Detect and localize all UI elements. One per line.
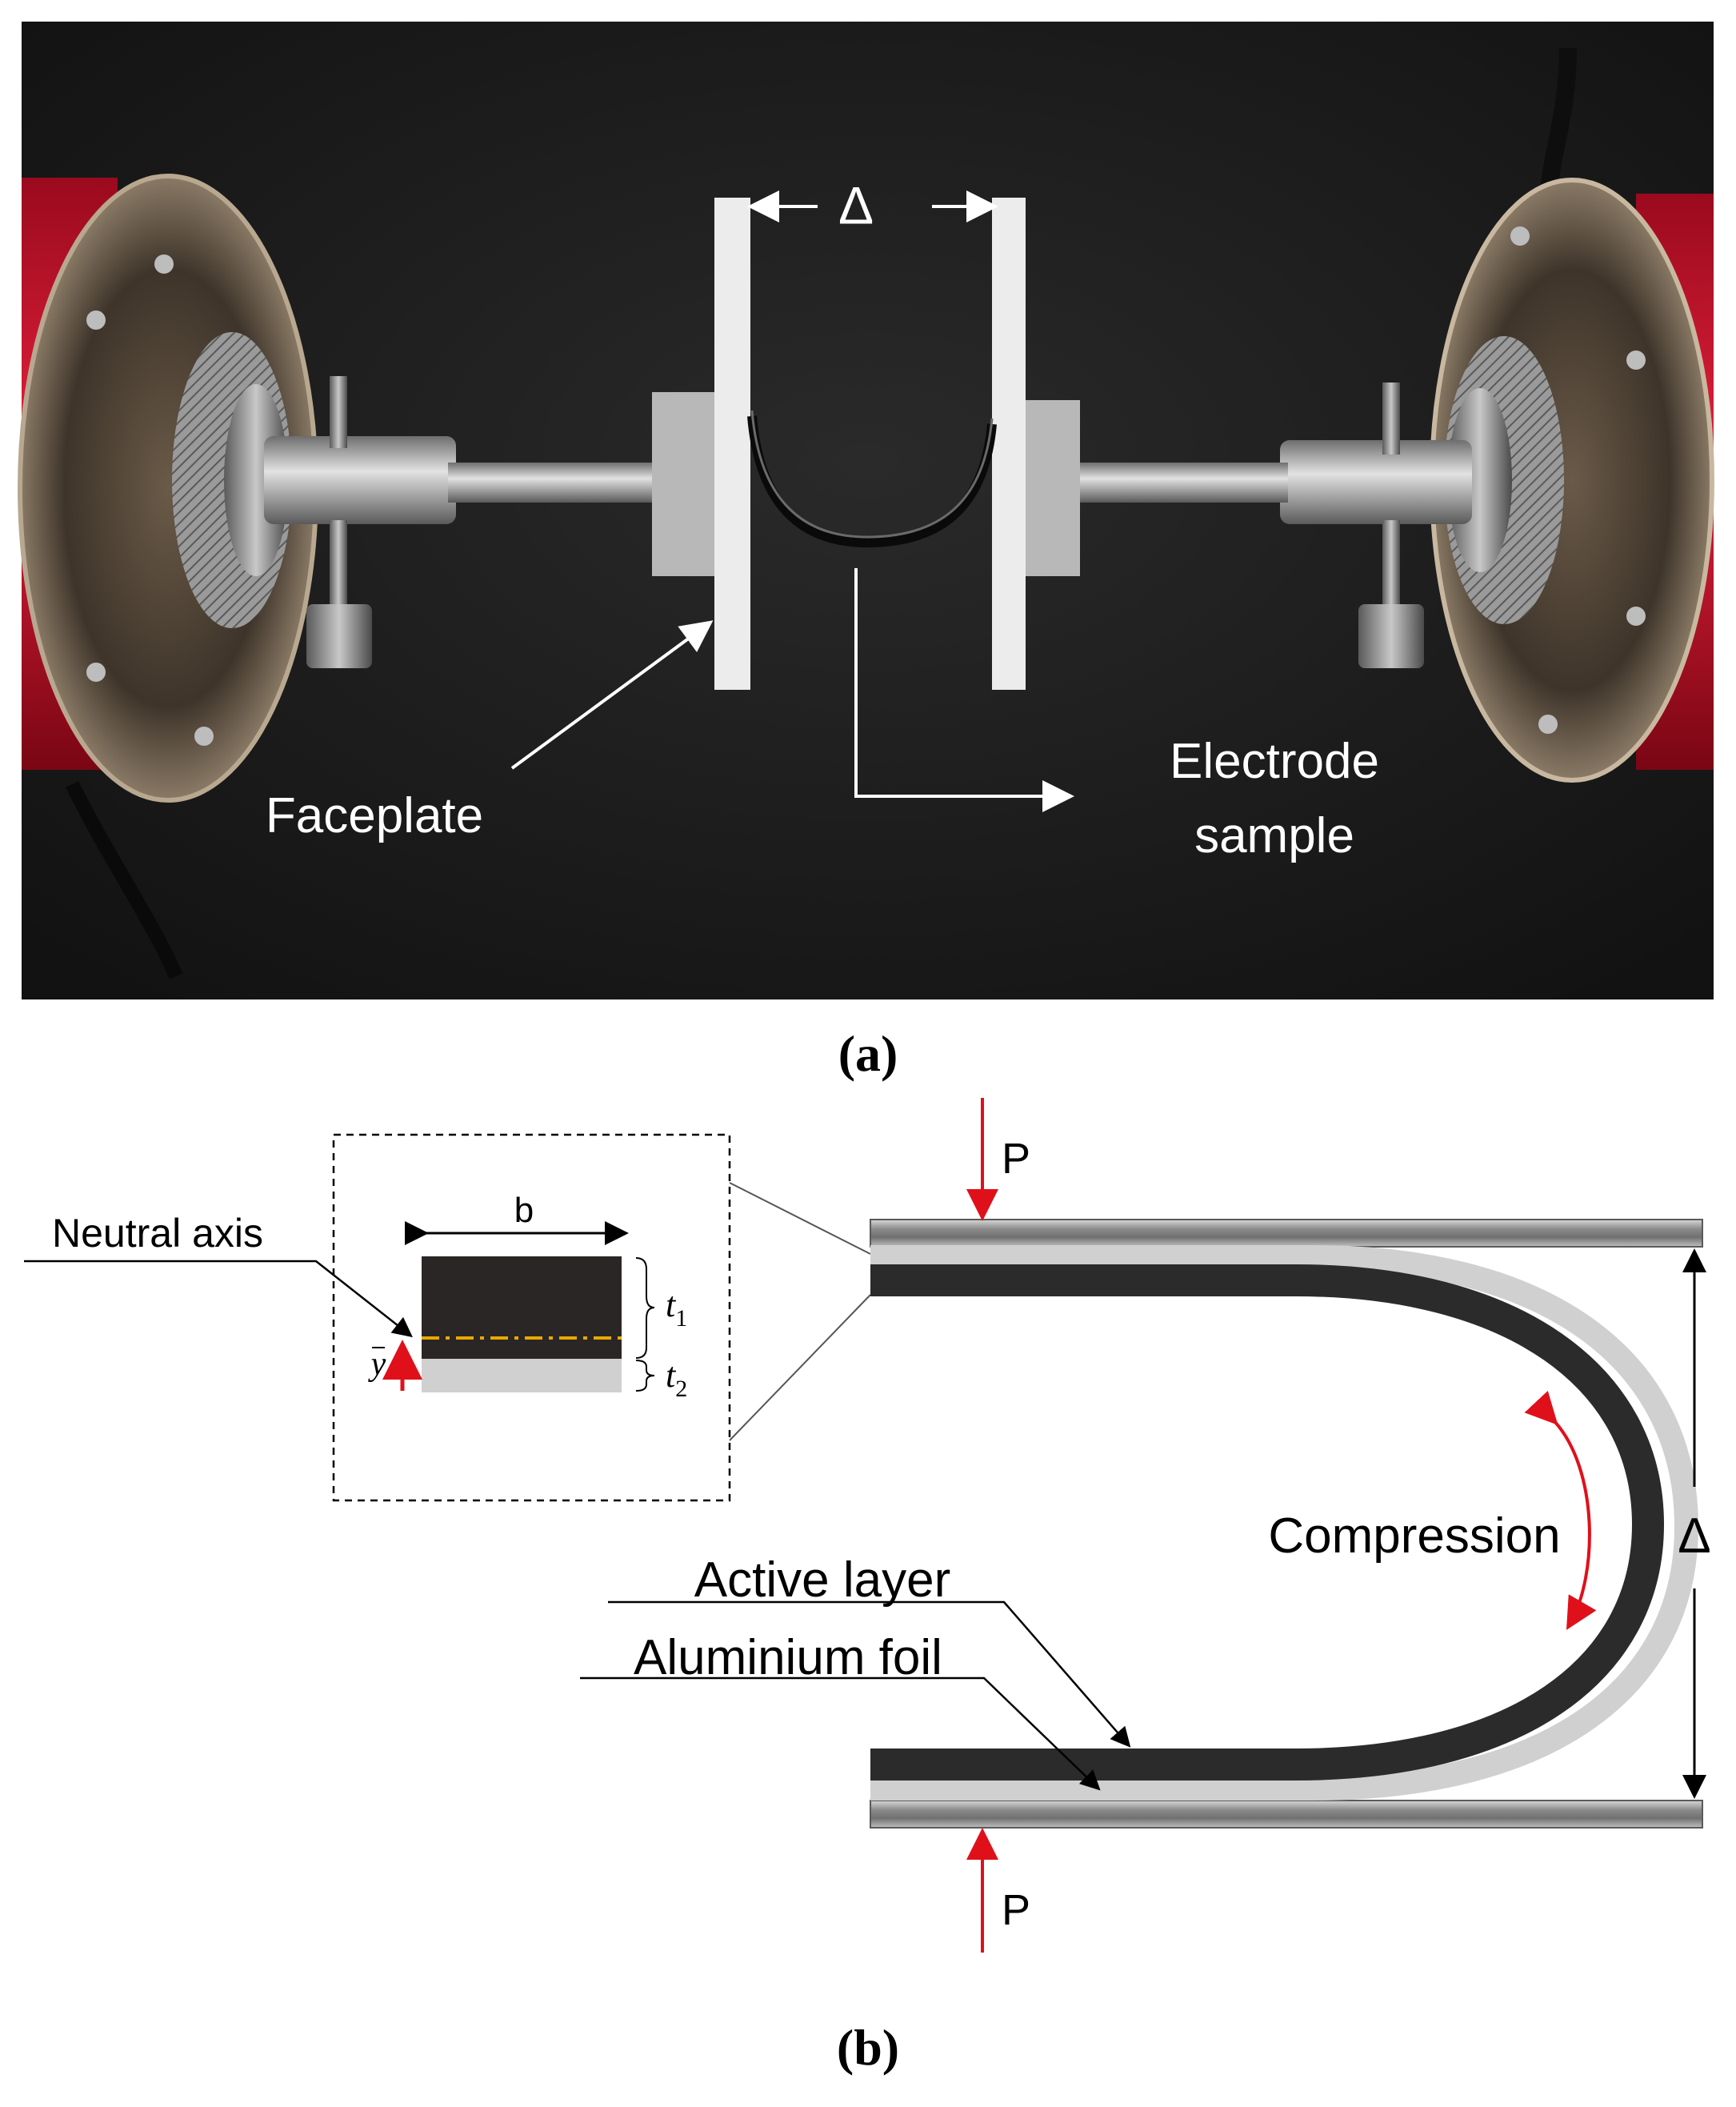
- force-label-top: P: [1002, 1135, 1030, 1183]
- active-layer-section: [422, 1256, 622, 1359]
- bolt: [86, 310, 106, 330]
- t1-label: t1: [666, 1285, 687, 1332]
- electrode-sample-edge: [750, 410, 994, 539]
- neutral-axis-label: Neutral axis: [52, 1211, 263, 1256]
- faceplate-pointer: [510, 620, 714, 770]
- bolt: [1626, 607, 1646, 626]
- foil-section: [422, 1359, 622, 1392]
- bolt: [1626, 350, 1646, 370]
- delta-label-schematic: Δ: [1678, 1508, 1710, 1564]
- cross-section-inset: [332, 1133, 731, 1502]
- caption-a: (a): [838, 1025, 898, 1082]
- right-thumb-screw-stem: [1382, 520, 1400, 608]
- t2-subscript: 2: [675, 1376, 687, 1402]
- active-layer-pointer: [608, 1600, 1131, 1748]
- electrode-label-line1: Electrode: [1170, 734, 1379, 789]
- left-thumb-screw-top: [330, 376, 347, 448]
- compression-arrow: [1524, 1390, 1597, 1630]
- aluminium-foil-layer: [870, 1245, 1699, 1801]
- right-faceplate: [992, 198, 1026, 690]
- right-flange-disc: [1432, 180, 1712, 780]
- left-faceplate-mount: [652, 392, 716, 576]
- compression-label: Compression: [1268, 1508, 1560, 1564]
- inset-leader-top: [729, 1182, 871, 1255]
- caption-b: (b): [837, 2019, 899, 2076]
- flange-bolts: [86, 226, 1646, 746]
- delta-label-photo: Δ: [838, 175, 874, 234]
- right-thumb-screw-head: [1358, 604, 1424, 668]
- faceplate-label: Faceplate: [266, 788, 483, 843]
- left-flange-disc: [20, 176, 316, 800]
- electrode-pointer: [854, 568, 1074, 812]
- neutral-axis-pointer: [24, 1260, 413, 1338]
- bolt: [1510, 226, 1530, 246]
- left-knob-face: [224, 384, 288, 576]
- top-plate: [870, 1219, 1703, 1248]
- left-faceplate: [714, 198, 750, 690]
- t1-brace: [635, 1257, 655, 1359]
- t2-brace: [635, 1360, 655, 1392]
- panel-b-schematic: b t1 t2 y Neutral axis P P Δ: [24, 1098, 1711, 1953]
- bolt: [86, 663, 106, 682]
- bolt: [1538, 715, 1558, 734]
- right-rod: [1076, 463, 1288, 503]
- t1-subscript: 1: [675, 1305, 687, 1332]
- inset-leader-bottom: [729, 1294, 871, 1441]
- left-collar: [264, 436, 456, 524]
- right-faceplate-mount: [1020, 400, 1080, 576]
- active-layer-label: Active layer: [694, 1552, 950, 1608]
- left-rod: [448, 463, 664, 503]
- force-label-bottom: P: [1002, 1886, 1030, 1934]
- foil-label: Aluminium foil: [634, 1630, 942, 1685]
- left-thumb-screw-head: [306, 604, 372, 668]
- left-cable: [65, 780, 183, 979]
- bolt: [194, 727, 214, 746]
- electrode-sample-photo: [747, 415, 997, 548]
- bolt: [154, 254, 174, 274]
- width-label: b: [514, 1191, 534, 1230]
- right-thumb-screw-top: [1382, 383, 1400, 455]
- ybar-label: y: [368, 1346, 386, 1383]
- left-thumb-screw-stem: [330, 520, 347, 608]
- right-collar: [1280, 440, 1472, 524]
- t2-label: t2: [666, 1356, 687, 1402]
- electrode-label-line2: sample: [1194, 808, 1354, 863]
- right-knob-face: [1448, 388, 1512, 572]
- active-layer: [870, 1264, 1665, 1781]
- foil-pointer: [580, 1676, 1101, 1791]
- panel-a-photo: Δ Faceplate Electrode sample: [18, 22, 1714, 999]
- bottom-plate: [870, 1800, 1703, 1829]
